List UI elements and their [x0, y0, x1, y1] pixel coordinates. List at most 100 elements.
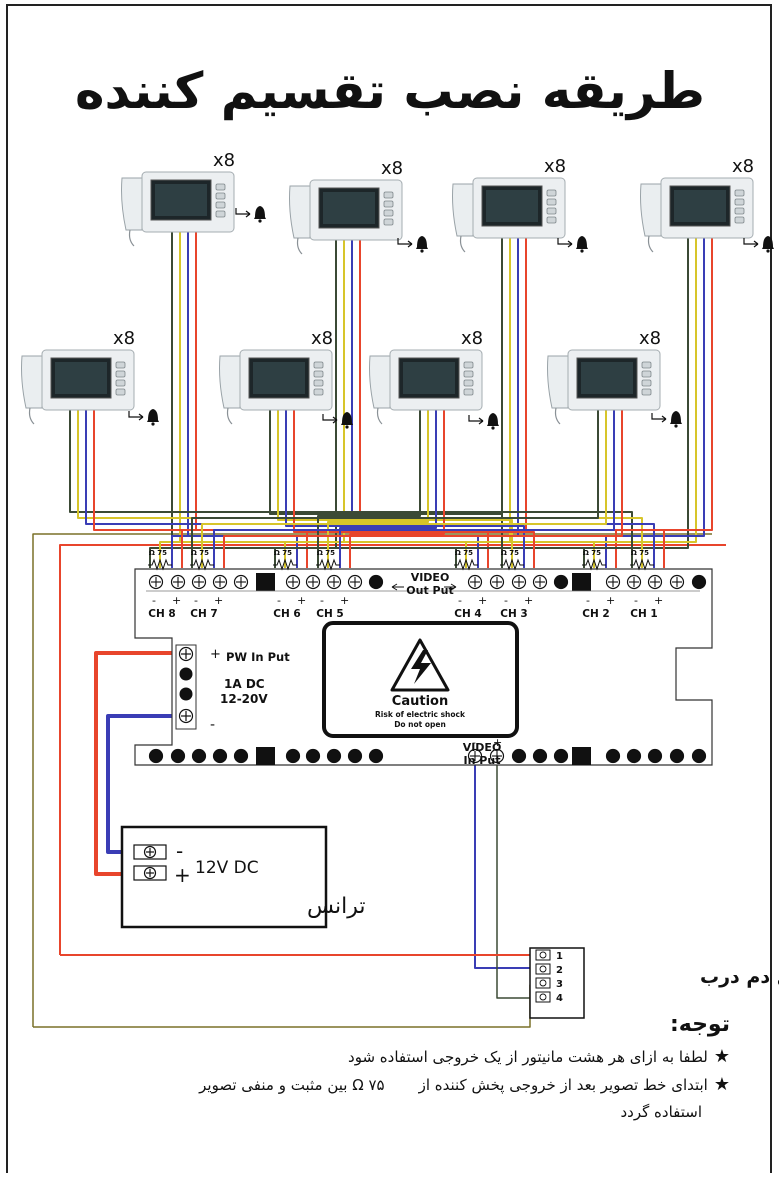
blank-terminal-icon [647, 748, 663, 764]
blank-terminal-icon [191, 748, 207, 764]
blank-terminal-icon [179, 687, 193, 701]
separator-block [572, 573, 591, 591]
monitor: x8 [640, 156, 774, 253]
minus-sign: - [320, 594, 324, 607]
power-spec-current: 1A DC [224, 677, 265, 691]
monitor-button [383, 200, 394, 208]
transformer-name: ترانس [307, 894, 366, 919]
bell-icon [762, 236, 774, 253]
channel-label: CH 7 [190, 608, 217, 620]
bell-wire [557, 238, 572, 245]
blank-terminal-icon [305, 748, 321, 764]
bell-wire [235, 208, 250, 215]
transformer: - + 12V DC ترانس [120, 825, 366, 929]
blank-terminal-icon [170, 748, 186, 764]
resistor-zigzag [500, 558, 524, 571]
video-out-label: VIDEO [411, 571, 450, 584]
monitor-button [463, 379, 474, 387]
power-input-label: PW In Put [226, 650, 290, 664]
blank-terminal-icon [285, 748, 301, 764]
handset [21, 355, 45, 409]
plus-sign: + [478, 594, 487, 607]
channel-label: CH 3 [500, 608, 527, 620]
channel-label: CH 6 [273, 608, 300, 620]
handset [452, 183, 476, 237]
bell-icon [670, 411, 682, 428]
blank-terminal-icon [553, 748, 569, 764]
monitor-button [313, 379, 324, 387]
monitor-wire [285, 408, 525, 568]
blank-terminal-icon [626, 748, 642, 764]
bell-wire [128, 411, 143, 418]
page-title: طریقه نصب تقسیم کننده [75, 62, 705, 121]
monitor-button [313, 388, 324, 396]
monitor: x8 [219, 328, 353, 429]
monitor-button [641, 361, 652, 369]
bottom-terminal-strip: -+ [148, 736, 707, 765]
separator-block [256, 573, 275, 591]
channel-label: CH 8 [148, 608, 175, 620]
monitor-count-badge: x8 [311, 328, 333, 349]
resistor-zigzag [582, 558, 606, 571]
output-terminal-strip [146, 573, 707, 592]
handset [219, 355, 243, 409]
lightning-bolt-icon [411, 650, 431, 684]
monitor-button [734, 189, 745, 197]
handset-cord [296, 237, 303, 255]
trunk-wire-power [59, 544, 726, 955]
arrow-icon [661, 415, 667, 423]
monitor-count-badge: x8 [732, 156, 754, 177]
monitor-screen-inner [403, 362, 455, 394]
monitor-screen-inner [55, 362, 107, 394]
monitor: x8 [369, 328, 499, 430]
plus-sign: + [524, 594, 533, 607]
monitor-button [546, 216, 557, 224]
resistor-label: Ω 75 [149, 549, 167, 557]
arrow-left-icon [391, 583, 404, 591]
monitor-button [546, 198, 557, 206]
bell-icon [487, 413, 499, 430]
handset-cord [647, 235, 654, 253]
blank-terminal-icon [691, 574, 707, 590]
resistor-label: Ω 75 [274, 549, 292, 557]
minus-sign: - [152, 594, 156, 607]
monitor-wire [327, 408, 429, 568]
monitor-button [115, 388, 126, 396]
arrow-icon [138, 413, 144, 421]
splitter-board: -+ CH 8-+CH 7-+CH 6-+CH 5-+CH 4-+CH 3-+C… [134, 549, 713, 767]
notes-heading: توجه: [669, 1012, 730, 1037]
caution-line-2: Do not open [394, 720, 446, 729]
arrow-icon [753, 240, 759, 248]
handset-cord [226, 407, 233, 425]
resistor-zigzag [148, 558, 172, 571]
plus-sign: + [654, 594, 663, 607]
resistor-label: Ω 75 [191, 549, 209, 557]
monitor-wire [191, 408, 599, 568]
minus-sign: - [472, 736, 476, 749]
monitor: x8 [289, 158, 428, 255]
monitor-button [215, 210, 226, 218]
arrow-icon [478, 417, 484, 425]
channel-label: CH 5 [316, 608, 343, 620]
monitor-button [546, 207, 557, 215]
arrow-right-icon [444, 583, 457, 591]
monitor-button [463, 361, 474, 369]
monitor-button [215, 192, 226, 200]
channel-label: CH 2 [582, 608, 609, 620]
monitor-button [734, 216, 745, 224]
star-icon: ★ [713, 1074, 730, 1095]
resistor-75-ohm: Ω 75 [148, 549, 172, 571]
bell-wire [397, 238, 412, 245]
monitor-wire [269, 408, 503, 568]
page-frame [6, 4, 772, 1173]
resistor-75-ohm: Ω 75 [316, 549, 340, 571]
channel-label: CH 4 [454, 608, 481, 620]
terminal-screw-icon [539, 993, 547, 1001]
terminal-screw-icon [539, 979, 547, 987]
monitor-button [546, 189, 557, 197]
monitor: x8 [21, 328, 159, 426]
trunk-wire-common [32, 533, 712, 1027]
transformer-plus-sign: + [174, 863, 191, 887]
